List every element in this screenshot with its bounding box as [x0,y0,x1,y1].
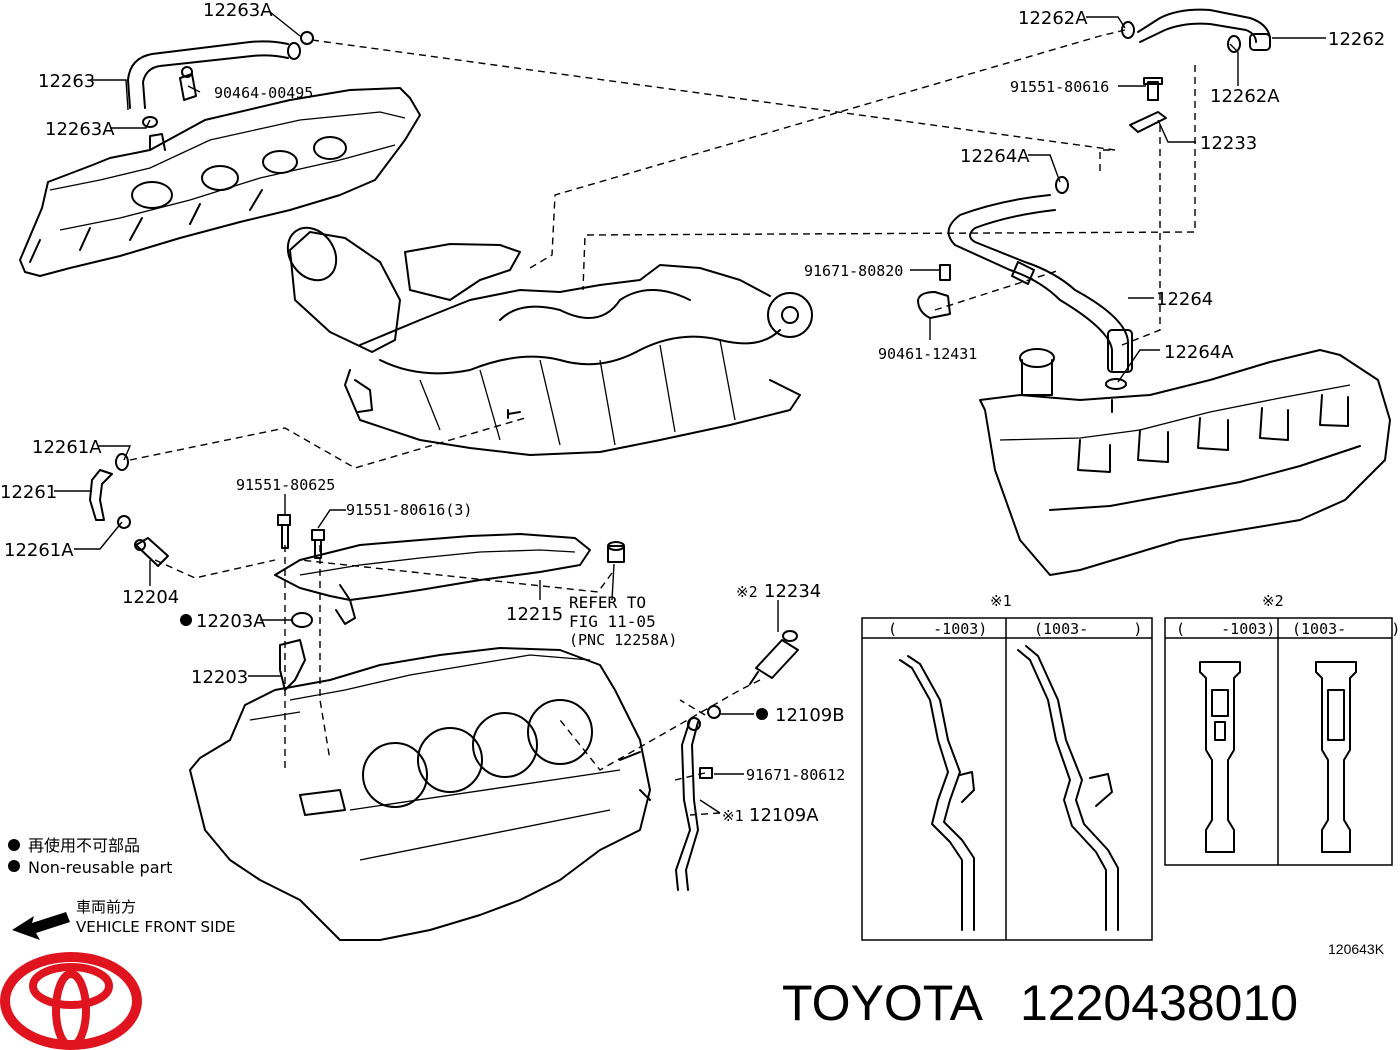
label-91551-80616-top: 91551-80616 [1010,78,1109,96]
label-12204: 12204 [122,587,179,608]
inset-1-col-left: ( -1003) [888,620,987,638]
figure-code: 120643K [1328,941,1385,957]
tube-12109A-drawing [675,705,721,891]
right-head-cover-drawing [979,348,1391,576]
clamp-90461-drawing [917,264,951,319]
legend-front-en: VEHICLE FRONT SIDE [76,918,236,936]
label-12215: 12215 [506,604,563,625]
label-91551-80625: 91551-80625 [236,476,335,494]
nonreusable-dot-12203A [180,614,192,626]
label-12264A-bottom: 12264A [1164,342,1234,363]
inset-2-mark: ※2 [1262,592,1284,610]
connection-lines [129,29,1196,816]
refer-line-2: FIG 11-05 [569,612,656,631]
label-12109A: 12109A [749,805,819,826]
bolts-drawing [277,514,325,559]
mark-12234: ※2 [736,583,758,601]
mark-12109A: ※1 [722,807,744,825]
legend-dot-en [8,860,20,872]
engine-block-drawing [189,647,651,941]
refer-line-1: REFER TO [569,593,646,612]
label-12264: 12264 [1156,289,1213,310]
label-12261A-top: 12261A [32,437,102,458]
hose-12264-drawing [947,176,1133,390]
label-12203A: 12203A [196,611,266,632]
legend: 再使用不可部品 Non-reusable part 車両前方 VEHICLE F… [8,836,236,940]
part-labels: 12263A 12263 90464-00495 12263A 12262A 1… [0,0,1385,826]
inset-2-col-right: (1003- ) [1292,620,1400,638]
label-12263A-bottom: 12263A [45,119,115,140]
label-91551-80616-3: 91551-80616(3) [346,501,472,519]
footer-part-number: 1220438010 [1020,975,1298,1031]
separator-12215-drawing [274,533,625,625]
legend-front-jp: 車両前方 [76,898,136,916]
label-12263A-top: 12263A [203,0,273,21]
label-12234: 12234 [764,581,821,602]
label-12109B: 12109B [775,705,845,726]
legend-nonreusable-en: Non-reusable part [28,858,172,877]
valve-12204-drawing [134,537,169,567]
inset-2: ※2 ( -1003) (1003- ) [1164,592,1400,866]
inset-1-frame [861,617,1153,941]
legend-nonreusable-jp: 再使用不可部品 [28,836,140,855]
label-90464-00495: 90464-00495 [214,84,313,102]
legend-dot-jp [8,839,20,851]
label-12264A-top: 12264A [960,146,1030,167]
leader-lines [54,11,1326,814]
label-12262: 12262 [1328,29,1385,50]
label-12262A-bottom: 12262A [1210,86,1280,107]
gauge-12234-drawing [749,630,799,685]
front-arrow-icon [12,912,70,940]
footer-brand: TOYOTA [782,975,984,1031]
label-12233: 12233 [1200,133,1257,154]
label-90461-12431: 90461-12431 [878,345,977,363]
inset-1: ※1 ( -1003) (1003- ) [861,592,1153,941]
label-12263: 12263 [38,71,95,92]
left-head-cover-drawing [19,87,421,277]
hose-12262-drawing [1121,8,1271,53]
hose-12263-drawing [127,31,314,128]
label-91671-80820: 91671-80820 [804,262,903,280]
label-91671-80612: 91671-80612 [746,766,845,784]
label-12261: 12261 [0,482,57,503]
label-12203: 12203 [191,667,248,688]
hose-12261-drawing [89,453,131,529]
valve-12233-drawing [1129,77,1167,133]
inset-2-col-left: ( -1003) [1176,620,1275,638]
label-12261A-bottom: 12261A [4,540,74,561]
inset-1-col-right: (1003- ) [1034,620,1142,638]
intake-manifold-drawing [286,226,813,456]
toyota-logo-icon [0,952,142,1050]
nonreusable-dot-12109B [756,708,768,720]
label-12262A-top: 12262A [1018,8,1088,29]
refer-line-3: (PNC 12258A) [569,631,677,649]
inset-1-mark: ※1 [990,592,1012,610]
